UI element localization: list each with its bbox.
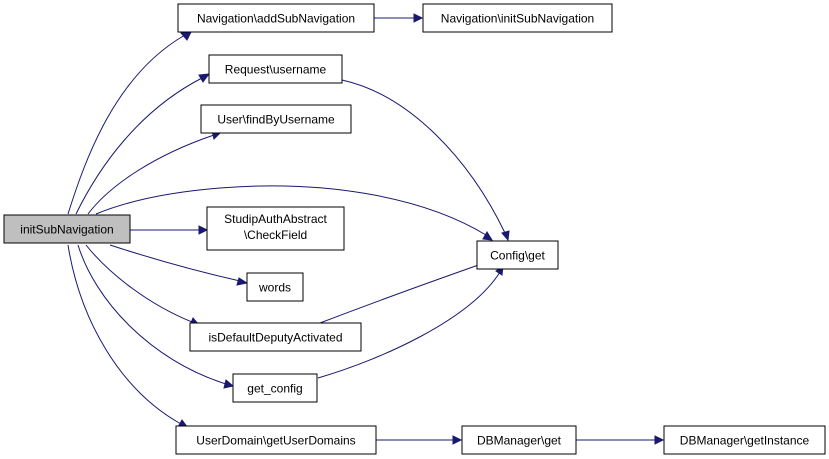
arrowhead bbox=[452, 435, 463, 445]
edge-root-to-words bbox=[109, 244, 241, 282]
edge-root-to-userdomain bbox=[67, 244, 182, 425]
node-label: DBManager\getInstance bbox=[680, 434, 810, 448]
node-label-line-1: StudipAuthAbstract bbox=[224, 212, 327, 226]
arrowhead bbox=[482, 231, 493, 241]
node-user-findbyusername[interactable]: User\findByUsername bbox=[200, 104, 352, 134]
arrowhead bbox=[413, 13, 424, 23]
arrowhead bbox=[236, 277, 249, 286]
node-label: UserDomain\getUserDomains bbox=[196, 434, 355, 448]
node-dbmanager-get[interactable]: DBManager\get bbox=[461, 425, 577, 455]
node-label: initSubNavigation bbox=[20, 223, 113, 237]
node-label: DBManager\get bbox=[477, 434, 562, 448]
edge-root-to-nav-add bbox=[67, 34, 186, 215]
node-label: Navigation\initSubNavigation bbox=[441, 12, 594, 26]
arrowhead bbox=[654, 435, 665, 445]
node-studipauthabstract-checkfield[interactable]: StudipAuthAbstract \CheckField bbox=[206, 206, 345, 251]
edge-request-to-config bbox=[341, 79, 506, 234]
node-initsubnavigation[interactable]: initSubNavigation bbox=[3, 214, 131, 244]
edge-root-to-user-find bbox=[87, 134, 215, 215]
node-label: Config\get bbox=[490, 249, 545, 263]
node-navigation-initsubnavigation[interactable]: Navigation\initSubNavigation bbox=[422, 3, 613, 33]
node-label-line-2: \CheckField bbox=[244, 228, 307, 242]
node-label: Request\username bbox=[225, 63, 327, 77]
node-label: get_config bbox=[247, 382, 302, 396]
node-label: words bbox=[258, 281, 291, 295]
node-label: User\findByUsername bbox=[217, 113, 335, 127]
node-label: isDefaultDeputyActivated bbox=[208, 331, 342, 345]
edge-isdefault-to-config bbox=[319, 261, 488, 324]
arrowhead bbox=[198, 73, 211, 83]
edge-root-to-isdefault bbox=[85, 244, 193, 323]
arrowhead bbox=[501, 230, 510, 242]
edge-root-to-request bbox=[75, 77, 203, 215]
node-dbmanager-getinstance[interactable]: DBManager\getInstance bbox=[663, 425, 826, 455]
node-label: Navigation\addSubNavigation bbox=[197, 12, 355, 26]
node-userdomain-getuserdomains[interactable]: UserDomain\getUserDomains bbox=[175, 425, 377, 455]
arrowhead bbox=[223, 379, 235, 389]
edge-root-to-getconfig bbox=[77, 244, 227, 385]
edges bbox=[67, 13, 665, 445]
node-request-username[interactable]: Request\username bbox=[208, 54, 343, 84]
arrowhead bbox=[198, 225, 209, 235]
edge-root-to-config bbox=[95, 185, 487, 236]
node-get-config[interactable]: get_config bbox=[232, 373, 318, 403]
node-navigation-addsubnavigation[interactable]: Navigation\addSubNavigation bbox=[177, 3, 375, 33]
node-words[interactable]: words bbox=[246, 272, 304, 302]
nodes: initSubNavigation Navigation\addSubNavig… bbox=[3, 3, 826, 455]
node-config-get[interactable]: Config\get bbox=[476, 240, 559, 270]
node-isdefaultdeputyactivated[interactable]: isDefaultDeputyActivated bbox=[189, 322, 362, 352]
edge-getconfig-to-config bbox=[317, 271, 501, 379]
